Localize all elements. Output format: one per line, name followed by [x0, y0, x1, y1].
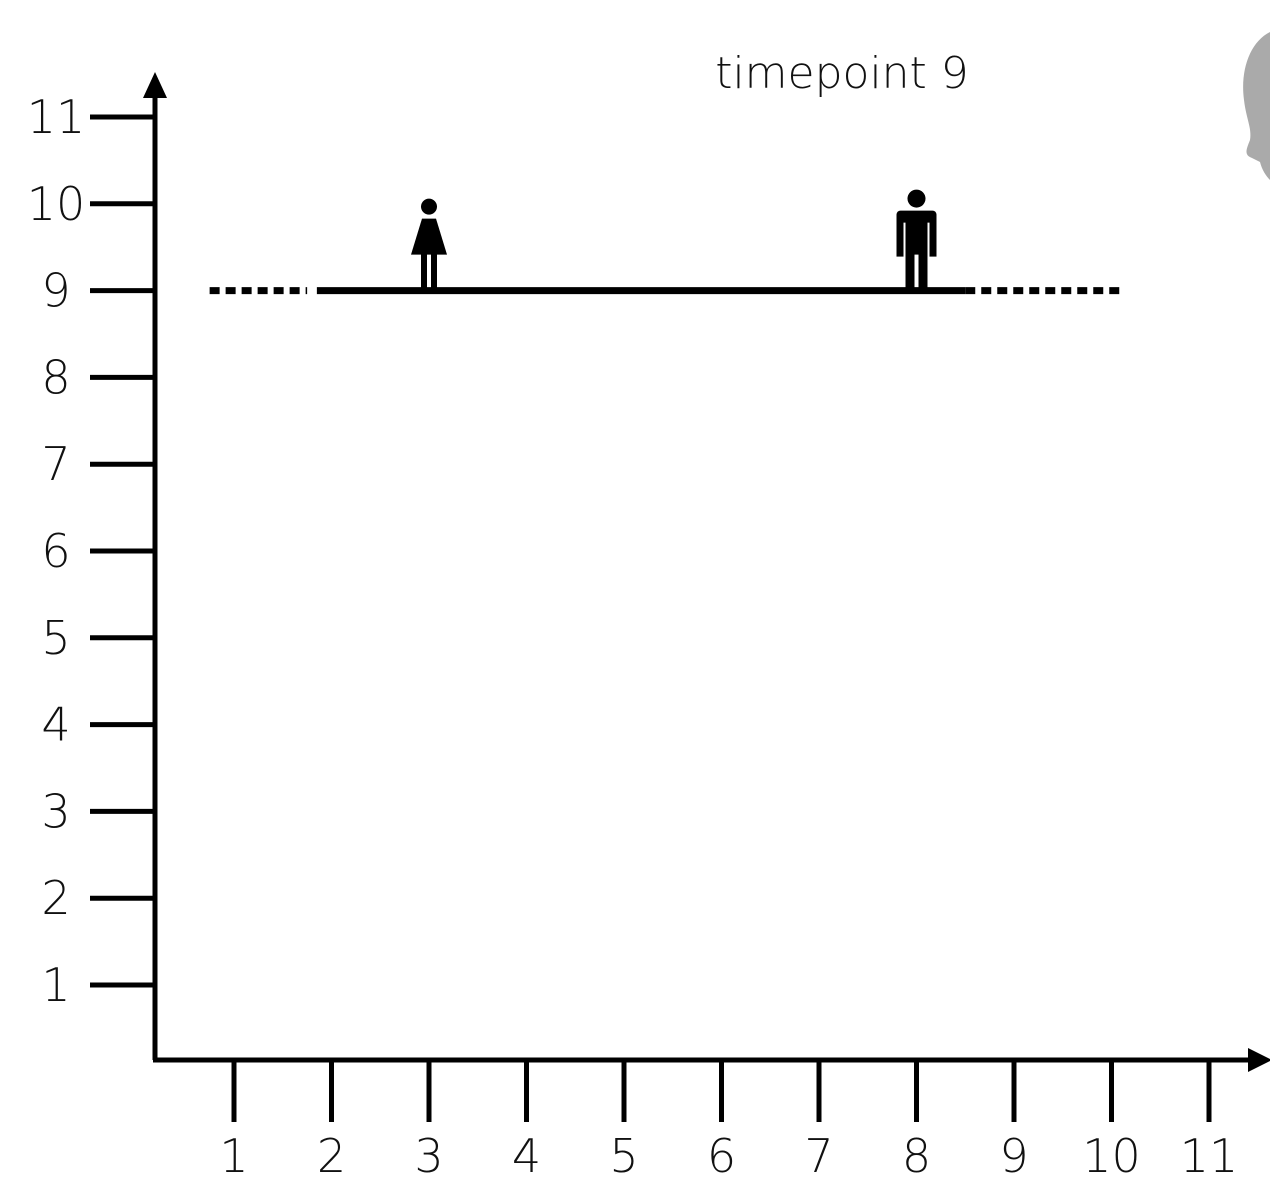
- y-tick-label: 10: [27, 177, 86, 231]
- x-axis-arrow: [1248, 1048, 1270, 1072]
- x-tick-label: 10: [1082, 1129, 1141, 1183]
- man-torso: [905, 212, 928, 255]
- x-tick-label: 4: [512, 1129, 541, 1183]
- man-arm: [896, 214, 904, 257]
- woman-head: [421, 198, 437, 215]
- woman-icon: [411, 198, 447, 291]
- x-tick-label: 8: [902, 1129, 931, 1183]
- man-leg: [918, 250, 928, 291]
- woman-leg: [431, 252, 437, 291]
- y-tick-label: 6: [41, 524, 70, 578]
- y-tick-label: 2: [41, 871, 70, 925]
- x-axis-ticks: 1 2 3 4 5 6 7 8 9 10 11: [219, 1060, 1238, 1183]
- y-tick-label: 8: [41, 350, 70, 404]
- x-tick-label: 3: [414, 1129, 443, 1183]
- x-tick-label: 7: [804, 1129, 833, 1183]
- y-tick-label: 9: [41, 264, 70, 318]
- x-tick-label: 9: [999, 1129, 1028, 1183]
- y-tick-label: 1: [41, 958, 70, 1012]
- y-axis-ticks: 1 2 3 4 5 6 7 8 9 10 11: [27, 90, 155, 1012]
- x-tick-label: 2: [317, 1129, 346, 1183]
- y-tick-label: 11: [27, 90, 86, 144]
- y-tick-label: 7: [41, 437, 70, 491]
- y-tick-label: 3: [41, 784, 70, 838]
- y-tick-label: 4: [41, 698, 70, 752]
- x-tick-label: 11: [1180, 1129, 1239, 1183]
- axes: [143, 72, 1270, 1072]
- x-tick-label: 5: [609, 1129, 638, 1183]
- y-axis-arrow: [143, 72, 167, 98]
- woman-leg: [421, 252, 427, 291]
- man-icon: [896, 189, 937, 291]
- markers: [411, 189, 937, 291]
- x-tick-label: 1: [219, 1129, 248, 1183]
- head-silhouette-icon: [1243, 32, 1270, 180]
- y-tick-label: 5: [41, 611, 70, 665]
- man-arm: [929, 214, 937, 257]
- man-leg: [905, 250, 915, 291]
- diagram-title: timepoint 9: [715, 48, 969, 99]
- woman-dress: [411, 218, 447, 255]
- man-head: [907, 189, 926, 208]
- x-tick-label: 6: [707, 1129, 736, 1183]
